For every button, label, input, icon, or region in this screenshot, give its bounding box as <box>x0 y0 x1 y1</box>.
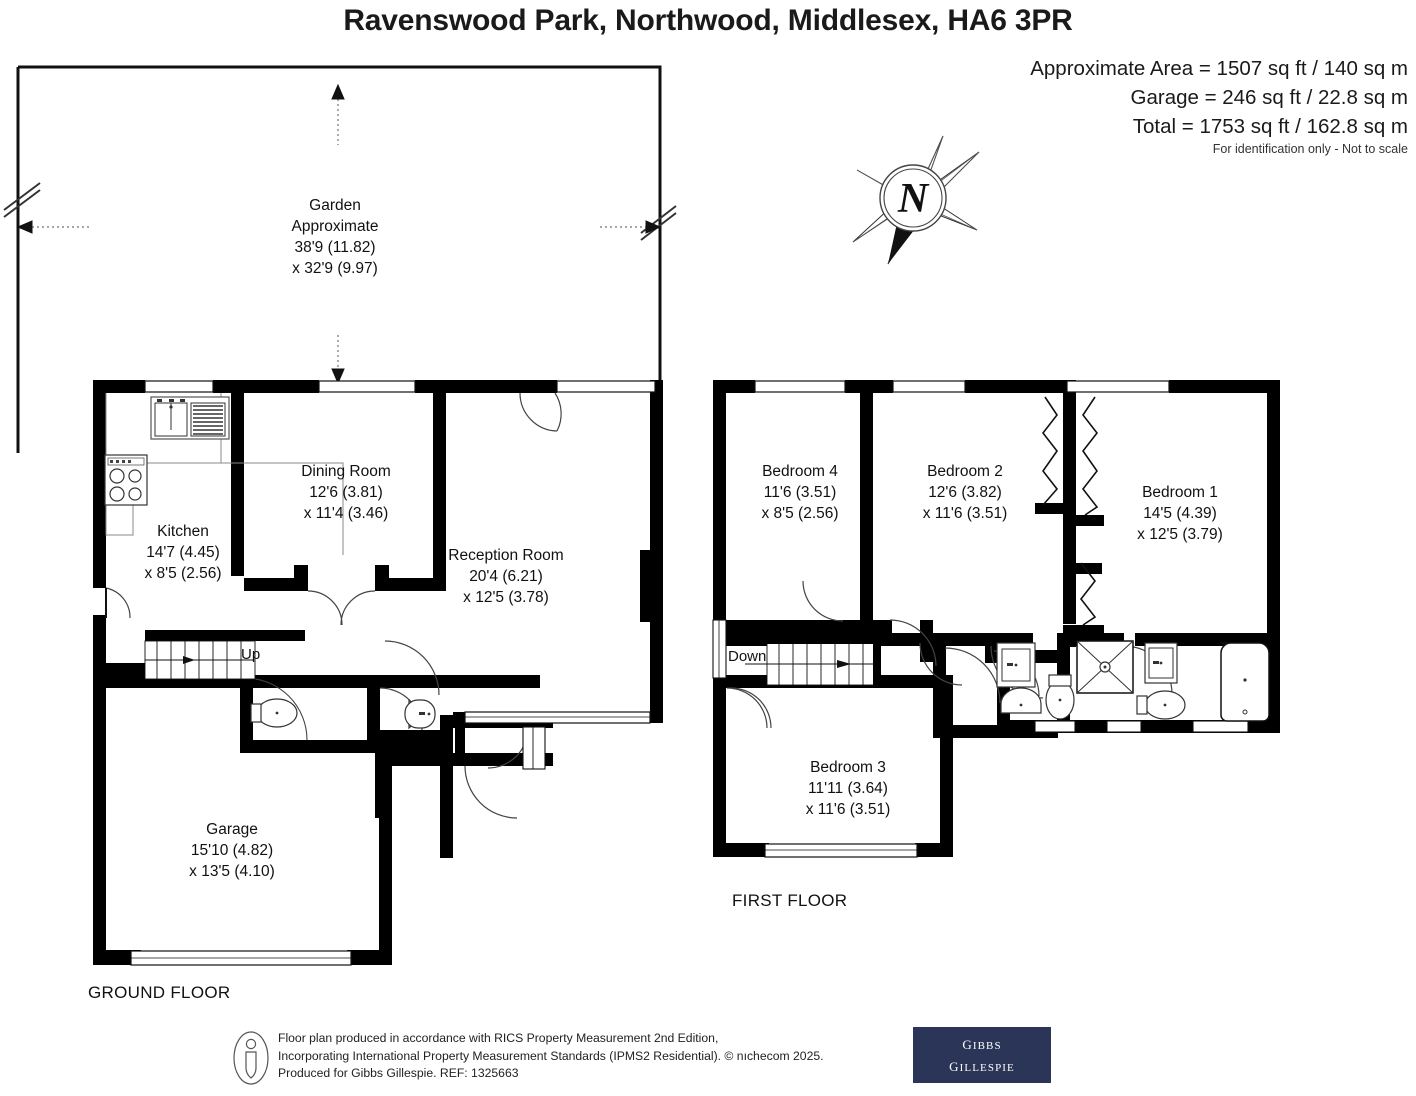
garage-dim-1: 15'10 (4.82) <box>190 842 274 859</box>
dining-room-name: Dining Room <box>301 463 391 480</box>
approximate-area-line: Approximate Area = 1507 sq ft / 140 sq m <box>1030 57 1408 80</box>
garden-qualifier: Approximate <box>291 218 379 235</box>
page-title: Ravenswood Park, Northwood, Middlesex, H… <box>343 4 1073 37</box>
room-label-bedroom-2: Bedroom 2 12'6 (3.82) x 11'6 (3.51) <box>895 461 1035 524</box>
footer-line-1: Floor plan produced in accordance with R… <box>278 1031 719 1045</box>
first-floor-plan <box>712 380 1280 858</box>
bedroom-2-dim-2: x 11'6 (3.51) <box>922 505 1008 522</box>
room-label-bedroom-3: Bedroom 3 11'11 (3.64) x 11'6 (3.51) <box>778 757 918 820</box>
kitchen-name: Kitchen <box>157 523 209 540</box>
info-person-icon <box>233 1031 269 1085</box>
garden-boundary <box>3 65 677 453</box>
room-label-kitchen: Kitchen 14'7 (4.45) x 8'5 (2.56) <box>108 521 258 584</box>
brand-line-1: Gibbs <box>962 1033 1002 1053</box>
reception-room-dim-2: x 12'5 (3.78) <box>463 589 549 606</box>
north-arrow: N <box>852 135 980 265</box>
brand-line-2: Gillespie <box>949 1055 1015 1075</box>
room-label-bedroom-1: Bedroom 1 14'5 (4.39) x 12'5 (3.79) <box>1110 482 1250 545</box>
dining-room-dim-2: x 11'4 (3.46) <box>303 505 389 522</box>
bedroom-2-name: Bedroom 2 <box>927 463 1003 480</box>
dining-room-dim-1: 12'6 (3.81) <box>309 484 383 501</box>
footer-line-2: Incorporating International Property Mea… <box>278 1048 824 1063</box>
gibbs-gillespie-logo[interactable]: Gibbs Gillespie <box>913 1027 1051 1083</box>
footer-line-3: Produced for Gibbs Gillespie. REF: 13256… <box>278 1066 519 1080</box>
scale-disclaimer: For identification only - Not to scale <box>1212 142 1408 156</box>
bedroom-1-dim-2: x 12'5 (3.79) <box>1137 526 1223 543</box>
north-letter: N <box>897 176 930 222</box>
ground-floor-plan <box>93 380 663 966</box>
reception-room-dim-1: 20'4 (6.21) <box>469 568 543 585</box>
bedroom-3-name: Bedroom 3 <box>810 759 886 776</box>
kitchen-dim-1: 14'7 (4.45) <box>146 544 220 561</box>
bedroom-1-name: Bedroom 1 <box>1142 484 1218 501</box>
garden-label: Garden Approximate 38'9 (11.82) x 32'9 (… <box>230 195 440 279</box>
first-floor-label: FIRST FLOOR <box>732 891 848 910</box>
area-summary: Approximate Area = 1507 sq ft / 140 sq m… <box>768 54 1408 141</box>
garage-area-line: Garage = 246 sq ft / 22.8 sq m <box>1130 86 1408 109</box>
reception-room-name: Reception Room <box>448 547 564 564</box>
room-label-garage: Garage 15'10 (4.82) x 13'5 (4.10) <box>152 819 312 882</box>
stairs-up-label: Up <box>241 646 261 663</box>
room-label-bedroom-4: Bedroom 4 11'6 (3.51) x 8'5 (2.56) <box>740 461 860 524</box>
ground-floor-label: GROUND FLOOR <box>88 983 231 1002</box>
garden-name: Garden <box>309 197 361 214</box>
bedroom-3-dim-2: x 11'6 (3.51) <box>805 801 891 818</box>
bedroom-4-name: Bedroom 4 <box>762 463 838 480</box>
garden-dim-1: 38'9 (11.82) <box>294 239 376 256</box>
footer-disclaimer: Floor plan produced in accordance with R… <box>278 1030 918 1083</box>
kitchen-dim-2: x 8'5 (2.56) <box>144 565 222 582</box>
bedroom-2-dim-1: 12'6 (3.82) <box>928 484 1002 501</box>
garden-dim-2: x 32'9 (9.97) <box>292 260 378 277</box>
bedroom-4-dim-2: x 8'5 (2.56) <box>761 505 839 522</box>
total-area-line: Total = 1753 sq ft / 162.8 sq m <box>1132 115 1408 138</box>
room-label-dining-room: Dining Room 12'6 (3.81) x 11'4 (3.46) <box>252 461 440 524</box>
bedroom-4-dim-1: 11'6 (3.51) <box>763 484 837 501</box>
garage-name: Garage <box>206 821 258 838</box>
bedroom-1-dim-1: 14'5 (4.39) <box>1143 505 1217 522</box>
stairs-down-label: Down <box>728 648 767 665</box>
bedroom-3-dim-1: 11'11 (3.64) <box>808 780 888 797</box>
garage-dim-2: x 13'5 (4.10) <box>189 863 275 880</box>
room-label-reception-room: Reception Room 20'4 (6.21) x 12'5 (3.78) <box>405 545 607 608</box>
